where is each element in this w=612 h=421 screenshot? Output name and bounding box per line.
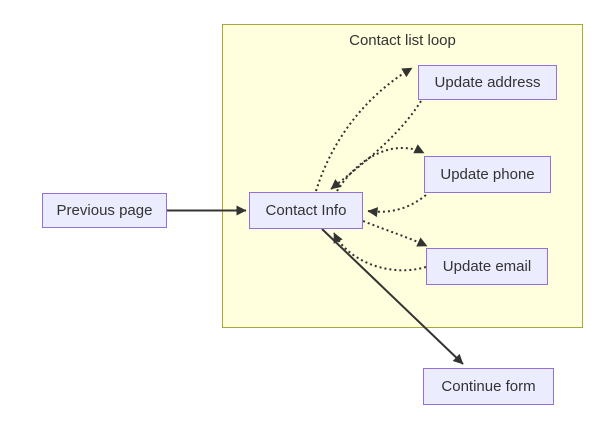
node-contact-info-label: Contact Info (265, 202, 347, 219)
node-update-address-label: Update address (434, 74, 541, 91)
edge-contact-info-to-continue-form (321, 228, 464, 365)
edge-contact-info-to-update-phone (336, 144, 425, 192)
edge-contact-info-to-update-email (362, 220, 428, 247)
node-continue-form-label: Continue form (441, 378, 536, 395)
node-update-address: Update address (418, 65, 557, 100)
node-continue-form: Continue form (423, 368, 554, 405)
edge-update-address-to-contact-info (330, 100, 422, 190)
cluster-title: Contact list loop (349, 32, 456, 49)
node-contact-info: Contact Info (249, 192, 363, 229)
node-update-phone-label: Update phone (440, 166, 535, 183)
edge-update-email-to-contact-info (333, 232, 427, 272)
edge-update-phone-to-contact-info (367, 194, 427, 218)
node-update-email-label: Update email (442, 258, 532, 275)
edge-contact-info-to-update-address (315, 67, 413, 192)
node-update-email: Update email (426, 248, 548, 285)
node-update-phone: Update phone (424, 156, 551, 193)
node-previous-page: Previous page (42, 193, 167, 228)
node-previous-page-label: Previous page (56, 202, 153, 219)
